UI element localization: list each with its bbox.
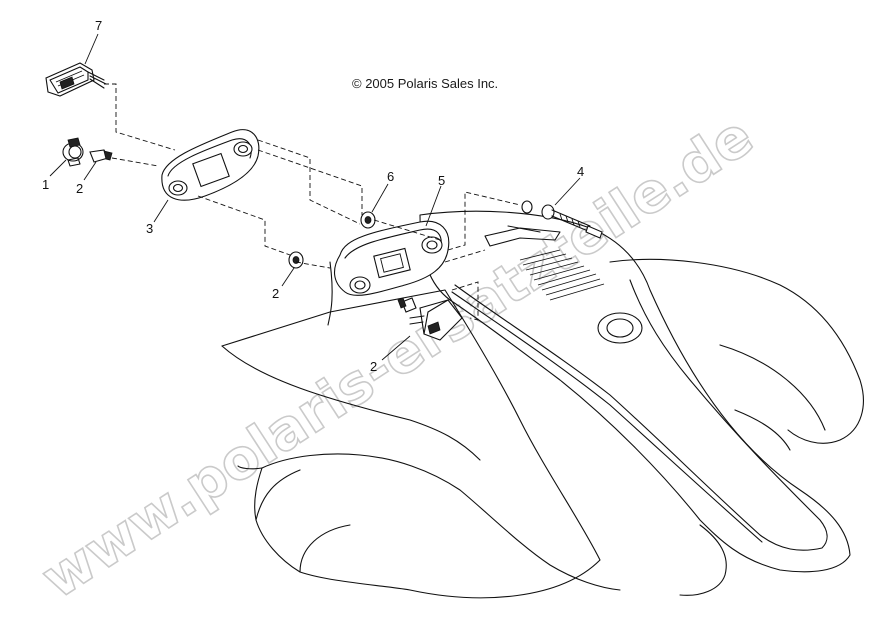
rear-fender: [221, 210, 864, 599]
watermark-text: www.polaris-ersatzteile.de: [30, 103, 764, 610]
callout-2-middle: 2: [272, 286, 279, 301]
part-2-socket-lower: [397, 297, 463, 341]
part-7-lens: [45, 62, 107, 97]
callout-7: 7: [95, 18, 102, 33]
callout-1: 1: [42, 177, 49, 192]
part-6-grommet: [360, 211, 376, 229]
assembly-lines: [104, 83, 521, 321]
callout-4: 4: [577, 164, 584, 179]
part-2-bulb-upper: [89, 149, 113, 163]
part-1-socket: [62, 137, 84, 167]
callout-2-upper: 2: [76, 181, 83, 196]
callout-2-lower: 2: [370, 359, 377, 374]
part-4-screw: [521, 200, 603, 239]
callout-6: 6: [387, 169, 394, 184]
callout-labels: 7 1 2 3 6 5 4 2 2: [42, 18, 584, 374]
leader-lines: [49, 33, 581, 361]
part-3-plate: [161, 129, 260, 201]
callout-5: 5: [438, 173, 445, 188]
callout-3: 3: [146, 221, 153, 236]
part-2-grommet-mid: [288, 251, 304, 269]
copyright-text: © 2005 Polaris Sales Inc.: [352, 76, 499, 91]
part-5-bracket: [334, 220, 450, 296]
